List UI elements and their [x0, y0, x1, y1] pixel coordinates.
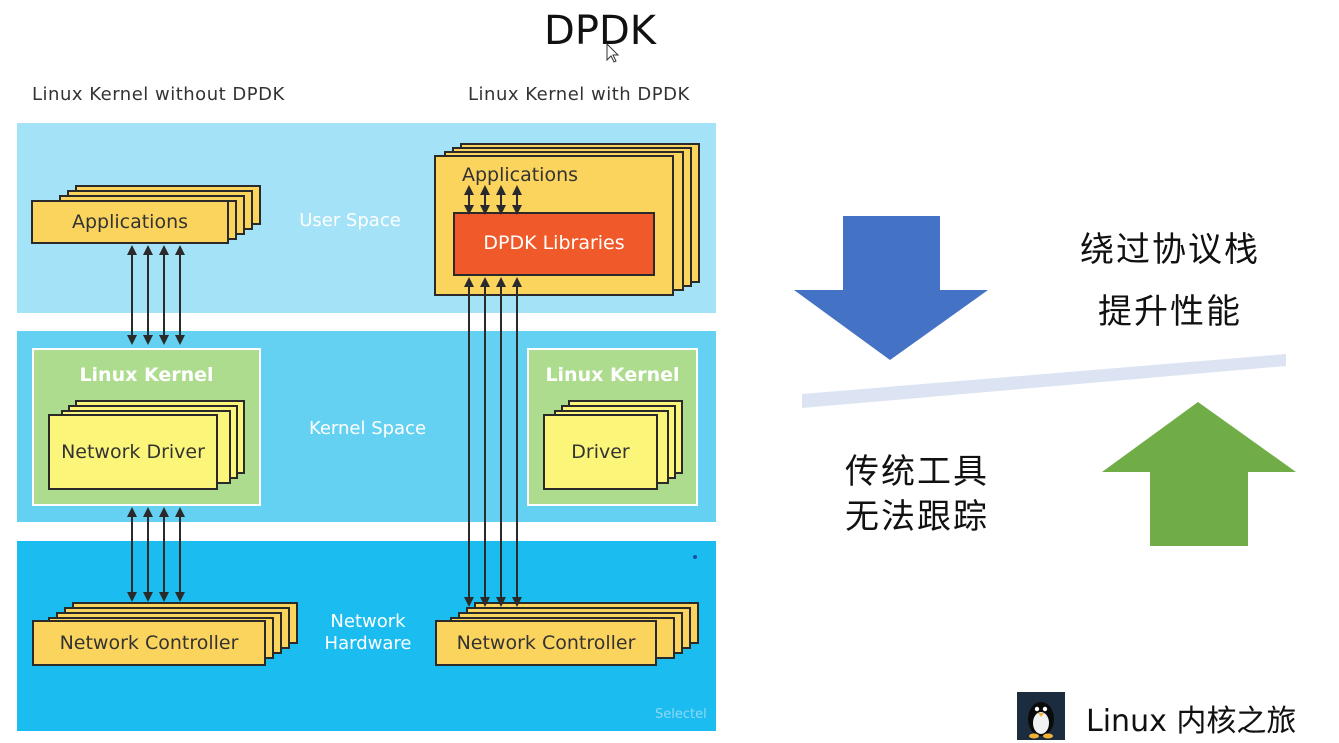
right-network-controller-box: Network Controller: [435, 620, 657, 666]
divider-bar: [802, 354, 1286, 408]
tux-penguin-icon: [1028, 702, 1054, 739]
right-linux-kernel-label: Linux Kernel: [545, 364, 680, 386]
up-arrow-icon: [1102, 402, 1296, 546]
app-to-libraries-arrows: [464, 185, 522, 215]
watermark: Selectel: [655, 707, 707, 722]
down-arrow-icon: [794, 216, 988, 360]
page-title: DPDK: [544, 8, 656, 54]
left-network-driver-box: Network Driver: [48, 414, 218, 490]
left-applications-box: Applications: [31, 200, 229, 244]
network-hardware-label: Network Hardware: [324, 611, 412, 654]
bypass-text-line1: 绕过协议栈: [1080, 230, 1260, 270]
right-driver-box: Driver: [543, 414, 658, 490]
dpdk-libraries-box: DPDK Libraries: [453, 212, 655, 276]
tools-text-line1: 传统工具: [845, 452, 989, 492]
dpdk-bypass-arrows: [464, 277, 522, 607]
logo-text: Linux 内核之旅: [1086, 704, 1297, 739]
left-lower-arrows: [127, 507, 185, 602]
left-network-controller-box: Network Controller: [32, 620, 266, 666]
tux-logo-icon: [1017, 692, 1065, 740]
caption-without-dpdk: Linux Kernel without DPDK: [32, 84, 285, 105]
bypass-text-line2: 提升性能: [1098, 292, 1242, 332]
left-linux-kernel-label: Linux Kernel: [79, 364, 214, 386]
dot-marker: [693, 555, 697, 559]
kernel-space-label: Kernel Space: [308, 418, 427, 439]
mouse-cursor-icon: [606, 42, 620, 63]
caption-with-dpdk: Linux Kernel with DPDK: [468, 84, 690, 105]
tools-text-line2: 无法跟踪: [845, 497, 989, 537]
user-space-label: User Space: [299, 210, 401, 231]
left-upper-arrows: [127, 245, 185, 345]
right-applications-label: Applications: [461, 164, 579, 186]
